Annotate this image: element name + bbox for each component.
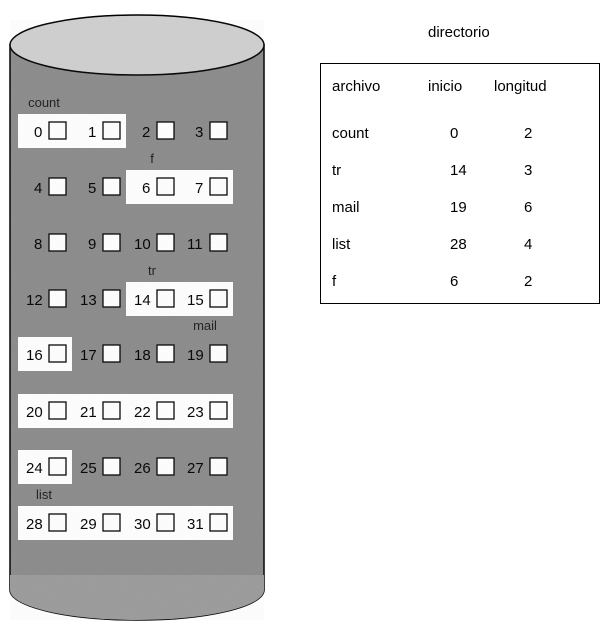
cell-archivo: f bbox=[326, 263, 428, 300]
cell-longitud: 2 bbox=[494, 115, 547, 152]
cell-archivo: list bbox=[326, 226, 428, 263]
texture-overlay bbox=[10, 20, 264, 620]
cell-inicio: 19 bbox=[428, 189, 494, 226]
cell-inicio: 6 bbox=[428, 263, 494, 300]
header-inicio: inicio bbox=[428, 78, 494, 115]
directory-row: tr 14 3 bbox=[326, 152, 547, 189]
cell-inicio: 28 bbox=[428, 226, 494, 263]
directory-table: archivo inicio longitud count 0 2 tr 14 … bbox=[326, 78, 547, 300]
directory-row: count 0 2 bbox=[326, 115, 547, 152]
directory-row: f 6 2 bbox=[326, 263, 547, 300]
cell-longitud: 3 bbox=[494, 152, 547, 189]
header-archivo: archivo bbox=[326, 78, 428, 115]
cell-longitud: 2 bbox=[494, 263, 547, 300]
directory-row: mail 19 6 bbox=[326, 189, 547, 226]
cell-archivo: count bbox=[326, 115, 428, 152]
cell-longitud: 4 bbox=[494, 226, 547, 263]
cell-inicio: 0 bbox=[428, 115, 494, 152]
directory-title: directorio bbox=[428, 24, 490, 41]
cell-archivo: mail bbox=[326, 189, 428, 226]
directory-row: list 28 4 bbox=[326, 226, 547, 263]
directory-header-row: archivo inicio longitud bbox=[326, 78, 547, 115]
cell-longitud: 6 bbox=[494, 189, 547, 226]
cell-inicio: 14 bbox=[428, 152, 494, 189]
header-longitud: longitud bbox=[494, 78, 547, 115]
cell-archivo: tr bbox=[326, 152, 428, 189]
